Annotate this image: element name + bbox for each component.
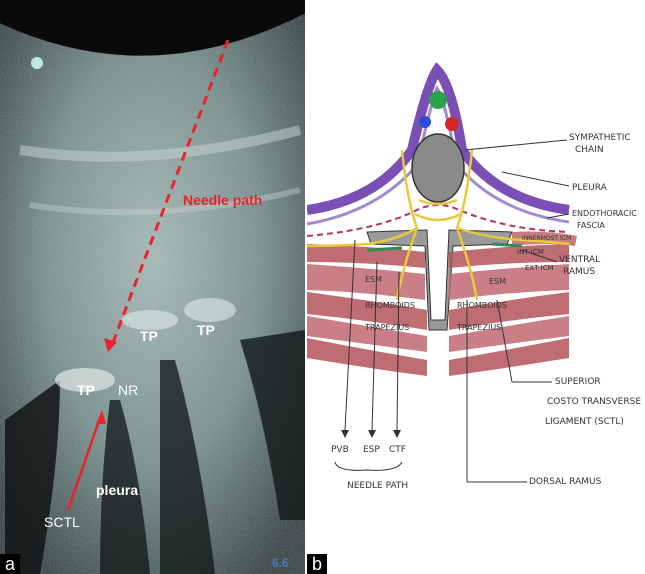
label-esm-right: ESM bbox=[489, 277, 506, 286]
panel-letter-b: b bbox=[307, 554, 327, 574]
label-needle-path: Needle path bbox=[183, 192, 262, 208]
label-rhomboids-left: RHOMBOIDS bbox=[365, 301, 415, 310]
label-ventral-ramus-1: VENTRAL bbox=[559, 255, 600, 265]
label-needle-path-b: NEEDLE PATH bbox=[347, 481, 408, 491]
orientation-marker-icon bbox=[31, 57, 43, 69]
diagram-labels: SYMPATHETIC CHAIN PLEURA ENDOTHORACIC FA… bbox=[307, 0, 645, 574]
label-superior-1: SUPERIOR bbox=[555, 377, 601, 387]
label-innermost-icm: INNERMOST ICM bbox=[522, 235, 571, 242]
label-sympathetic-chain-1: SYMPATHETIC bbox=[569, 133, 631, 143]
label-dorsal-ramus: DORSAL RAMUS bbox=[529, 477, 602, 487]
label-trapezius-right: TRAPEZIUS bbox=[456, 323, 501, 332]
label-superior-3: LIGAMENT (SCTL) bbox=[545, 417, 624, 427]
label-superior-2: COSTO TRANSVERSE bbox=[547, 397, 641, 407]
label-endothoracic-2: FASCIA bbox=[577, 221, 605, 230]
label-sympathetic-chain-2: CHAIN bbox=[575, 145, 604, 155]
label-pvb: PVB bbox=[331, 445, 349, 455]
label-sctl: SCTL bbox=[44, 514, 80, 530]
label-nr: NR bbox=[118, 382, 138, 398]
panel-letter-a: a bbox=[0, 554, 20, 574]
label-ext-icm: EXT ICM bbox=[525, 264, 554, 272]
label-tp-left: TP bbox=[77, 382, 95, 398]
label-esm-left: ESM bbox=[365, 275, 382, 284]
label-tp-right: TP bbox=[197, 322, 215, 338]
panel-b-diagram: SYMPATHETIC CHAIN PLEURA ENDOTHORACIC FA… bbox=[307, 0, 645, 574]
label-endothoracic-1: ENDOTHORACIC bbox=[572, 209, 637, 218]
label-ventral-ramus-2: RAMUS bbox=[563, 267, 595, 277]
label-rhomboids-right: RHOMBOIDS bbox=[457, 301, 507, 310]
ultrasound-image bbox=[0, 0, 305, 574]
label-pleura: PLEURA bbox=[572, 183, 608, 193]
label-tp-center: TP bbox=[140, 328, 158, 344]
label-corner-mark: 6.6 bbox=[272, 556, 289, 570]
label-esp: ESP bbox=[363, 445, 380, 455]
label-trapezius-left: TRAPEZIUS bbox=[364, 323, 409, 332]
panel-a-ultrasound: Needle path TP TP TP NR pleura SCTL 6.6 … bbox=[0, 0, 305, 574]
label-int-icm: INT ICM bbox=[517, 248, 544, 256]
label-ctf: CTF bbox=[389, 445, 406, 455]
label-pleura: pleura bbox=[96, 482, 138, 498]
